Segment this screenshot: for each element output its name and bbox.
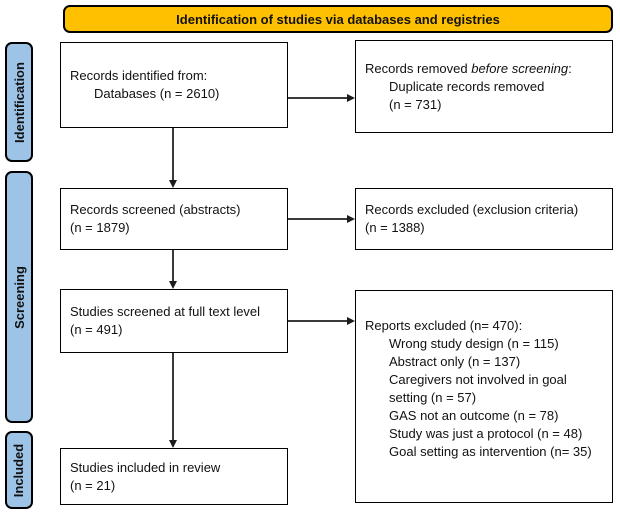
records-screened-line1: Records screened (abstracts) [70,202,241,217]
reports-excluded-title: Reports excluded (n= 470): [365,318,523,333]
box-full-text-screened: Studies screened at full text level (n =… [60,289,288,353]
box-records-screened: Records screened (abstracts) (n = 1879) [60,188,288,250]
arrow-fulltext-to-included-line [172,353,174,441]
box-records-identified: Records identified from: Databases (n = … [60,42,288,128]
box-records-excluded: Records excluded (exclusion criteria) (n… [355,188,613,250]
records-identified-line1: Records identified from: [70,68,208,83]
records-excluded-line1: Records excluded (exclusion criteria) [365,202,579,217]
arrow-screened-to-fulltext-head [169,281,177,289]
arrow-identified-to-screened-head [169,180,177,188]
box-reports-excluded: Reports excluded (n= 470): Wrong study d… [355,290,613,503]
stage-label-identification: Identification [5,42,33,162]
reports-excluded-item: Goal setting as intervention (n= 35) [389,444,592,459]
arrow-screened-to-fulltext-line [172,250,174,282]
reports-excluded-item: Study was just a protocol (n = 48) [389,426,583,441]
reports-excluded-item: Wrong study design (n = 115) [389,336,559,351]
arrow-fulltext-to-reports-head [347,317,355,325]
arrow-fulltext-to-included-head [169,440,177,448]
arrow-screened-to-excluded-head [347,215,355,223]
box-records-removed: Records removed before screening: Duplic… [355,40,613,133]
full-text-line2: (n = 491) [70,322,123,337]
arrow-identified-to-screened-line [172,128,174,182]
records-identified-line2: Databases (n = 2610) [94,86,220,101]
reports-excluded-item: Abstract only (n = 137) [389,354,521,369]
banner-title: Identification of studies via databases … [63,5,613,33]
arrow-identified-to-removed-head [347,94,355,102]
banner-title-label: Identification of studies via databases … [176,11,500,27]
box-studies-included: Studies included in review (n = 21) [60,448,288,505]
arrow-fulltext-to-reports-line [288,320,348,322]
records-excluded-line2: (n = 1388) [365,220,425,235]
arrow-identified-to-removed-line [288,97,348,99]
stage-label-included: Included [5,431,33,509]
arrow-screened-to-excluded-line [288,218,348,220]
records-screened-line2: (n = 1879) [70,220,130,235]
studies-included-line1: Studies included in review [70,459,221,475]
full-text-line1: Studies screened at full text level [70,304,261,319]
reports-excluded-item: Caregivers not involved in goal setting … [389,372,567,405]
stage-label-screening: Screening [5,171,33,423]
records-removed-line3: (n = 731) [389,96,442,112]
records-removed-line2: Duplicate records removed [389,78,545,94]
reports-excluded-item: GAS not an outcome (n = 78) [389,408,559,423]
studies-included-line2: (n = 21) [70,477,116,493]
records-removed-line1: Records removed before screening: [365,60,572,76]
